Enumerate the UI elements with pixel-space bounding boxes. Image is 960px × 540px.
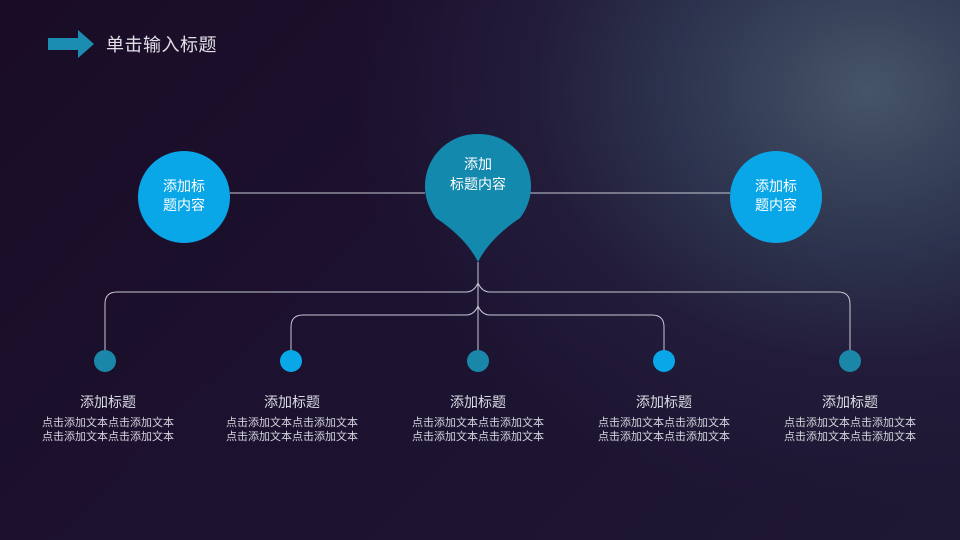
item-desc[interactable]: 点击添加文本点击添加文本点击添加文本点击添加文本 (226, 416, 358, 443)
item-dot-1 (94, 350, 116, 372)
item-dot-3 (467, 350, 489, 372)
list-item: 添加标题 点击添加文本点击添加文本点击添加文本点击添加文本 (780, 393, 920, 444)
item-desc[interactable]: 点击添加文本点击添加文本点击添加文本点击添加文本 (784, 416, 916, 443)
center-node-line2: 标题内容 (450, 177, 506, 193)
slide-title[interactable]: 单击输入标题 (106, 35, 217, 56)
item-title[interactable]: 添加标题 (450, 395, 506, 411)
item-desc[interactable]: 点击添加文本点击添加文本点击添加文本点击添加文本 (42, 416, 174, 443)
center-node-line1: 添加 (464, 157, 492, 173)
item-dot-5 (839, 350, 861, 372)
item-desc[interactable]: 点击添加文本点击添加文本点击添加文本点击添加文本 (598, 416, 730, 443)
item-title[interactable]: 添加标题 (264, 395, 320, 411)
item-dot-4 (653, 350, 675, 372)
item-title[interactable]: 添加标题 (822, 395, 878, 411)
item-dot-2 (280, 350, 302, 372)
list-item: 添加标题 点击添加文本点击添加文本点击添加文本点击添加文本 (38, 393, 178, 444)
slide-header: 单击输入标题 (48, 30, 217, 58)
list-item: 添加标题 点击添加文本点击添加文本点击添加文本点击添加文本 (594, 393, 734, 444)
arrow-right-icon (48, 30, 94, 58)
center-pin-shape (424, 133, 532, 262)
list-item: 添加标题 点击添加文本点击添加文本点击添加文本点击添加文本 (222, 393, 362, 444)
side-node-left[interactable]: 添加标题内容 (138, 151, 230, 243)
item-title[interactable]: 添加标题 (80, 395, 136, 411)
item-desc[interactable]: 点击添加文本点击添加文本点击添加文本点击添加文本 (412, 416, 544, 443)
side-node-right[interactable]: 添加标题内容 (730, 151, 822, 243)
side-node-right-text: 添加标题内容 (755, 179, 797, 214)
list-item: 添加标题 点击添加文本点击添加文本点击添加文本点击添加文本 (408, 393, 548, 444)
side-node-left-text: 添加标题内容 (163, 179, 205, 214)
item-title[interactable]: 添加标题 (636, 395, 692, 411)
center-node[interactable]: 添加 标题内容 (425, 155, 531, 195)
